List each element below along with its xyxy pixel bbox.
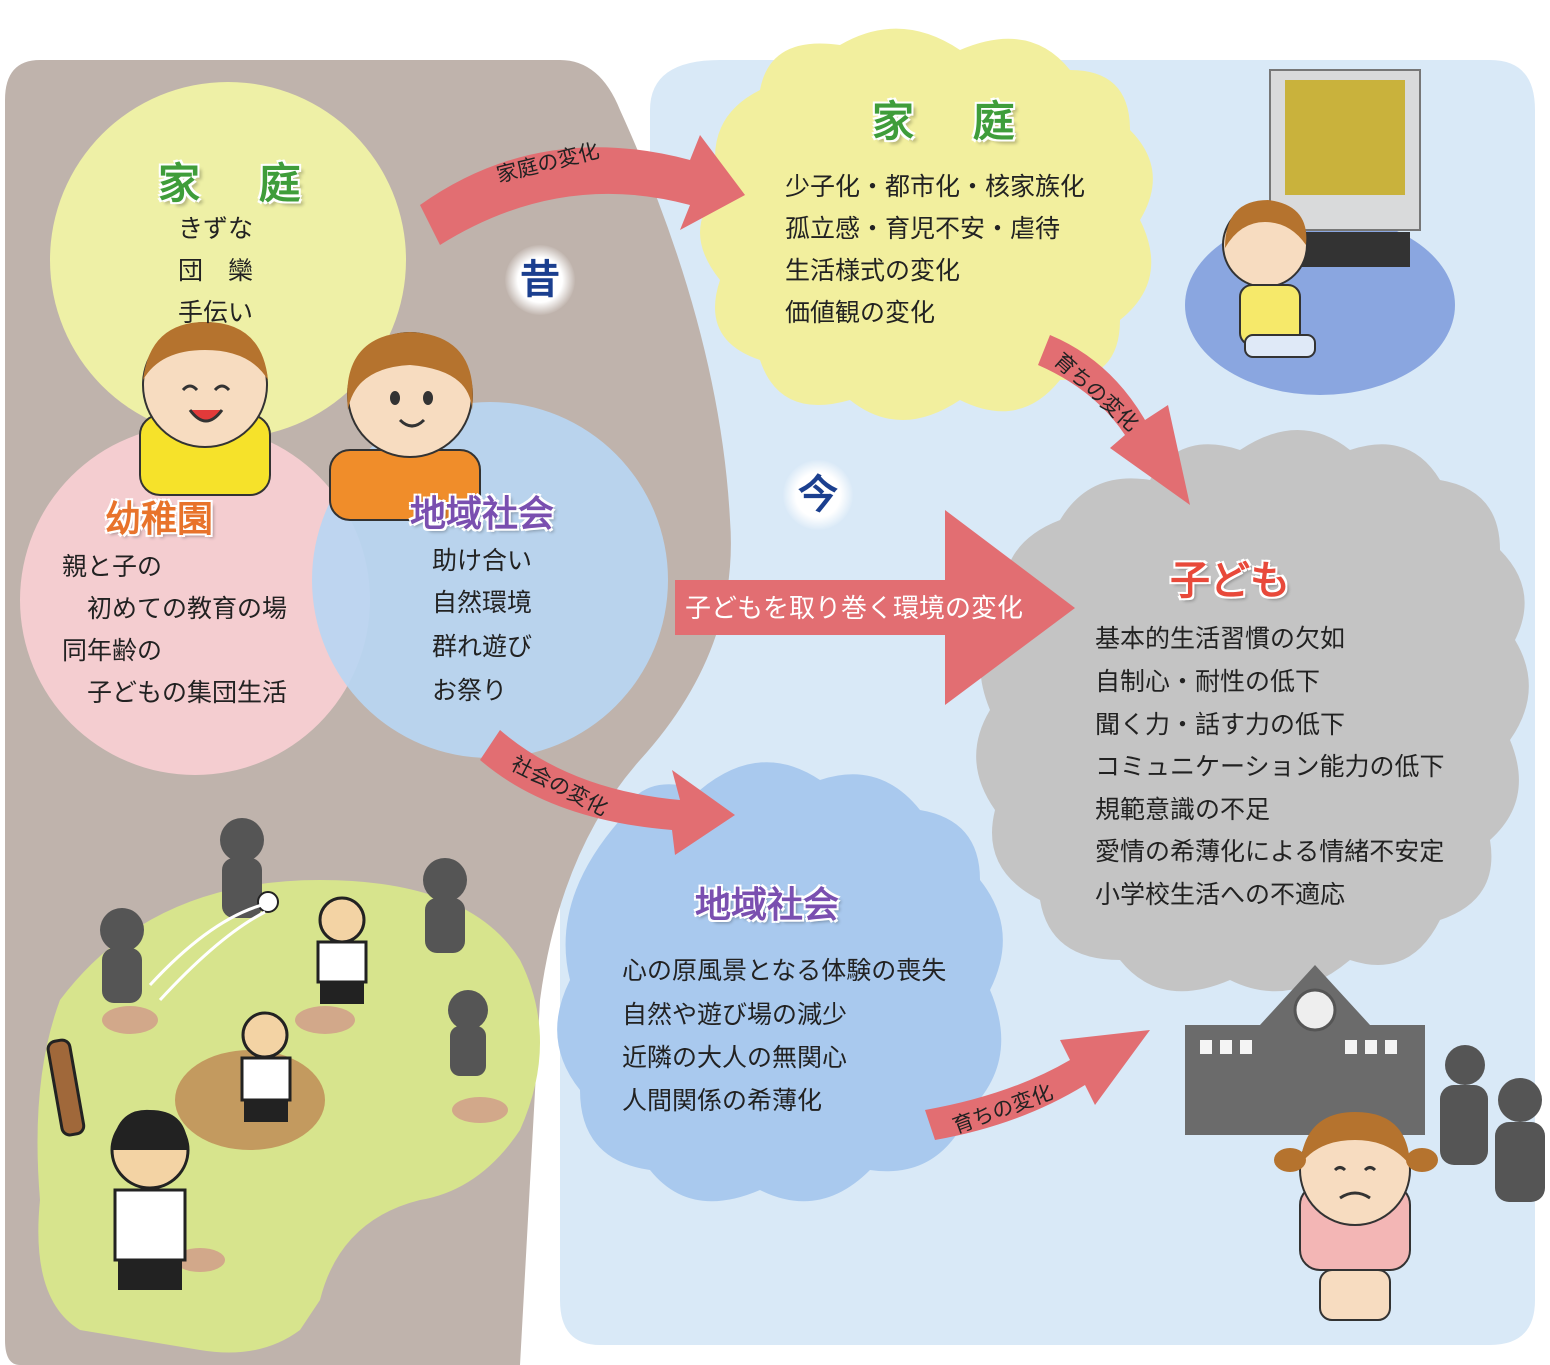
arrow-environment-change — [675, 510, 1075, 705]
past-community-item: お祭り — [432, 676, 508, 705]
past-kinder-circle — [20, 425, 370, 775]
arrow-growth-bottom — [925, 1030, 1150, 1140]
past-home-item: きずな — [178, 214, 254, 243]
now-community-item: 人間関係の希薄化 — [622, 1086, 823, 1115]
sad-child — [1274, 1112, 1438, 1321]
now-community-item: 近隣の大人の無関心 — [622, 1043, 848, 1072]
child-issue-item: コミュニケーション能力の低下 — [1095, 752, 1445, 781]
past-home-title: 家 庭 — [158, 159, 323, 208]
past-community-item: 自然環境 — [432, 588, 533, 617]
gamer-scene — [1185, 69, 1455, 395]
now-community-item: 自然や遊び場の減少 — [622, 1000, 848, 1029]
era-past-label: 昔 — [505, 245, 575, 315]
arrow-home-change — [420, 135, 745, 245]
past-community-item: 群れ遊び — [432, 632, 533, 661]
child-issue-item: 聞く力・話す力の低下 — [1095, 710, 1346, 739]
past-kinder-item: 初めての教育の場 — [62, 594, 288, 623]
happy-children — [139, 322, 481, 521]
past-home-item: 団 欒 — [178, 256, 254, 285]
arrow-environment-change-label: 子どもを取り巻く環境の変化 — [685, 594, 1024, 624]
child-title: 子ども — [1170, 558, 1290, 604]
child-issue-item: 自制心・耐性の低下 — [1095, 667, 1321, 696]
past-community-title: 地域社会 — [410, 494, 555, 535]
past-kinder-item: 子どもの集団生活 — [62, 678, 288, 707]
past-community-item: 助け合い — [432, 546, 533, 575]
shadow-figures — [1440, 1045, 1545, 1202]
school-building — [1185, 965, 1425, 1135]
now-home-item: 少子化・都市化・核家族化 — [785, 172, 1086, 201]
arrow-society-change — [480, 730, 735, 855]
era-now-label: 今 — [783, 460, 853, 530]
playing-children — [46, 891, 368, 1290]
now-home-title: 家 庭 — [872, 97, 1037, 146]
child-issue-item: 小学校生活への不適応 — [1095, 880, 1346, 909]
child-cloud — [976, 430, 1529, 992]
past-kinder-item: 同年齢の — [62, 636, 163, 665]
silhouette-children — [100, 818, 488, 1076]
child-issue-item: 規範意識の不足 — [1095, 795, 1271, 824]
past-kinder-item: 親と子の — [62, 552, 163, 581]
now-home-item: 生活様式の変化 — [785, 256, 961, 285]
now-home-burst — [700, 28, 1153, 421]
child-issue-item: 愛情の希薄化による情緒不安定 — [1095, 837, 1445, 866]
arrows — [420, 135, 1190, 1140]
child-issue-item: 基本的生活習慣の欠如 — [1095, 624, 1346, 653]
now-home-item: 価値観の変化 — [785, 298, 936, 327]
now-home-item: 孤立感・育児不安・虐待 — [785, 214, 1061, 243]
past-home-item: 手伝い — [178, 298, 254, 327]
arrow-growth-top — [1038, 335, 1190, 505]
now-community-cloud — [557, 762, 1003, 1202]
now-community-title: 地域社会 — [695, 885, 840, 926]
past-kinder-title: 幼稚園 — [105, 499, 214, 540]
now-community-item: 心の原風景となる体験の喪失 — [622, 956, 947, 985]
past-home-circle — [50, 82, 406, 438]
